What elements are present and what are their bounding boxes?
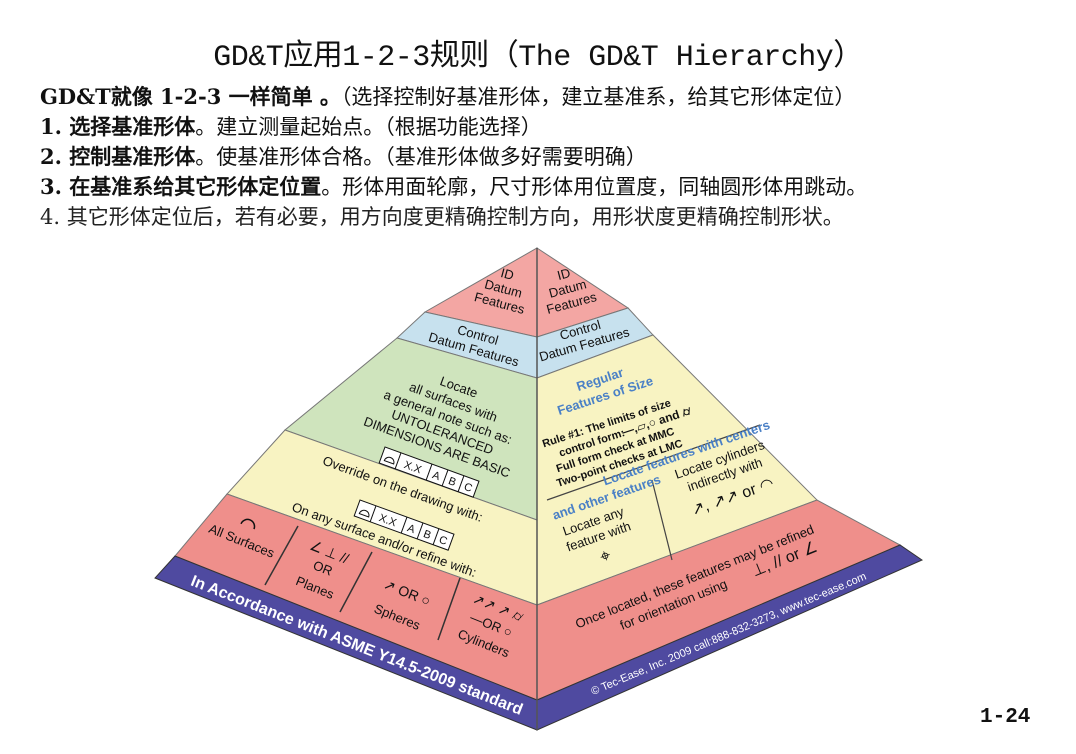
rule-3-rest: 。形体用面轮廓，尺寸形体用位置度，同轴圆形体用跳动。 bbox=[321, 175, 868, 199]
divider bbox=[546, 424, 761, 501]
divider bbox=[651, 479, 673, 561]
surface-profile-icon bbox=[358, 509, 370, 518]
rule-line-2: 2. 控制基准形体。使基准形体合格。（基准形体做多好需要明确） bbox=[40, 143, 647, 171]
page-number: 1-24 bbox=[980, 706, 1031, 729]
rule-line-3: 3. 在基准系给其它形体定位置。形体用面轮廓，尺寸形体用位置度，同轴圆形体用跳动… bbox=[40, 173, 867, 201]
rule-line-4: 4. 其它形体定位后，若有必要，用方向度更精确控制方向，用形状度更精确控制形状。 bbox=[40, 203, 844, 231]
rule-2-lead: 2. 控制基准形体 bbox=[40, 144, 196, 169]
fcf-datum-b: B bbox=[422, 528, 433, 542]
fcf-datum-c: C bbox=[462, 481, 474, 495]
fcf-tolerance: X.X bbox=[402, 459, 423, 477]
fcf-datum-a: A bbox=[406, 522, 418, 536]
rule-3-lead: 3. 在基准系给其它形体定位置 bbox=[40, 174, 322, 199]
rule-4-rest: 4. 其它形体定位后，若有必要，用方向度更精确控制方向，用形状度更精确控制形状。 bbox=[40, 205, 844, 229]
intro-line: GD&T就像 1-2-3 一样简单 。（选择控制好基准形体，建立基准系，给其它形… bbox=[40, 83, 855, 111]
divider bbox=[264, 525, 299, 586]
page-title: GD&T应用1-2-3规则（The GD&T Hierarchy） bbox=[213, 41, 863, 75]
intro-lead: GD&T就像 1-2-3 一样简单 。 bbox=[40, 84, 341, 109]
divider bbox=[339, 551, 373, 613]
profile-line-icon bbox=[240, 518, 256, 530]
fcf-datum-c: C bbox=[437, 534, 449, 548]
divider bbox=[437, 577, 461, 641]
rule-2-rest: 。使基准形体合格。（基准形体做多好需要明确） bbox=[195, 145, 647, 169]
feature-control-frame-2: X.X A B C bbox=[353, 499, 455, 551]
rule-line-1: 1. 选择基准形体。建立测量起始点。（根据功能选择） bbox=[40, 113, 542, 141]
fcf-datum-b: B bbox=[447, 475, 458, 489]
rule-1-rest: 。建立测量起始点。（根据功能选择） bbox=[195, 115, 542, 139]
fcf-datum-a: A bbox=[431, 469, 443, 483]
rule-1-lead: 1. 选择基准形体 bbox=[40, 114, 196, 139]
left-id-label: ID bbox=[499, 265, 515, 283]
right-id-label: ID bbox=[556, 265, 572, 283]
surface-profile-icon bbox=[383, 456, 395, 465]
intro-rest: （选择控制好基准形体，建立基准系，给其它形体定位） bbox=[340, 85, 856, 109]
or-label: OR bbox=[311, 557, 335, 578]
fcf-tolerance: X.X bbox=[377, 512, 398, 530]
feature-control-frame-1: X.X A B C bbox=[378, 446, 480, 498]
